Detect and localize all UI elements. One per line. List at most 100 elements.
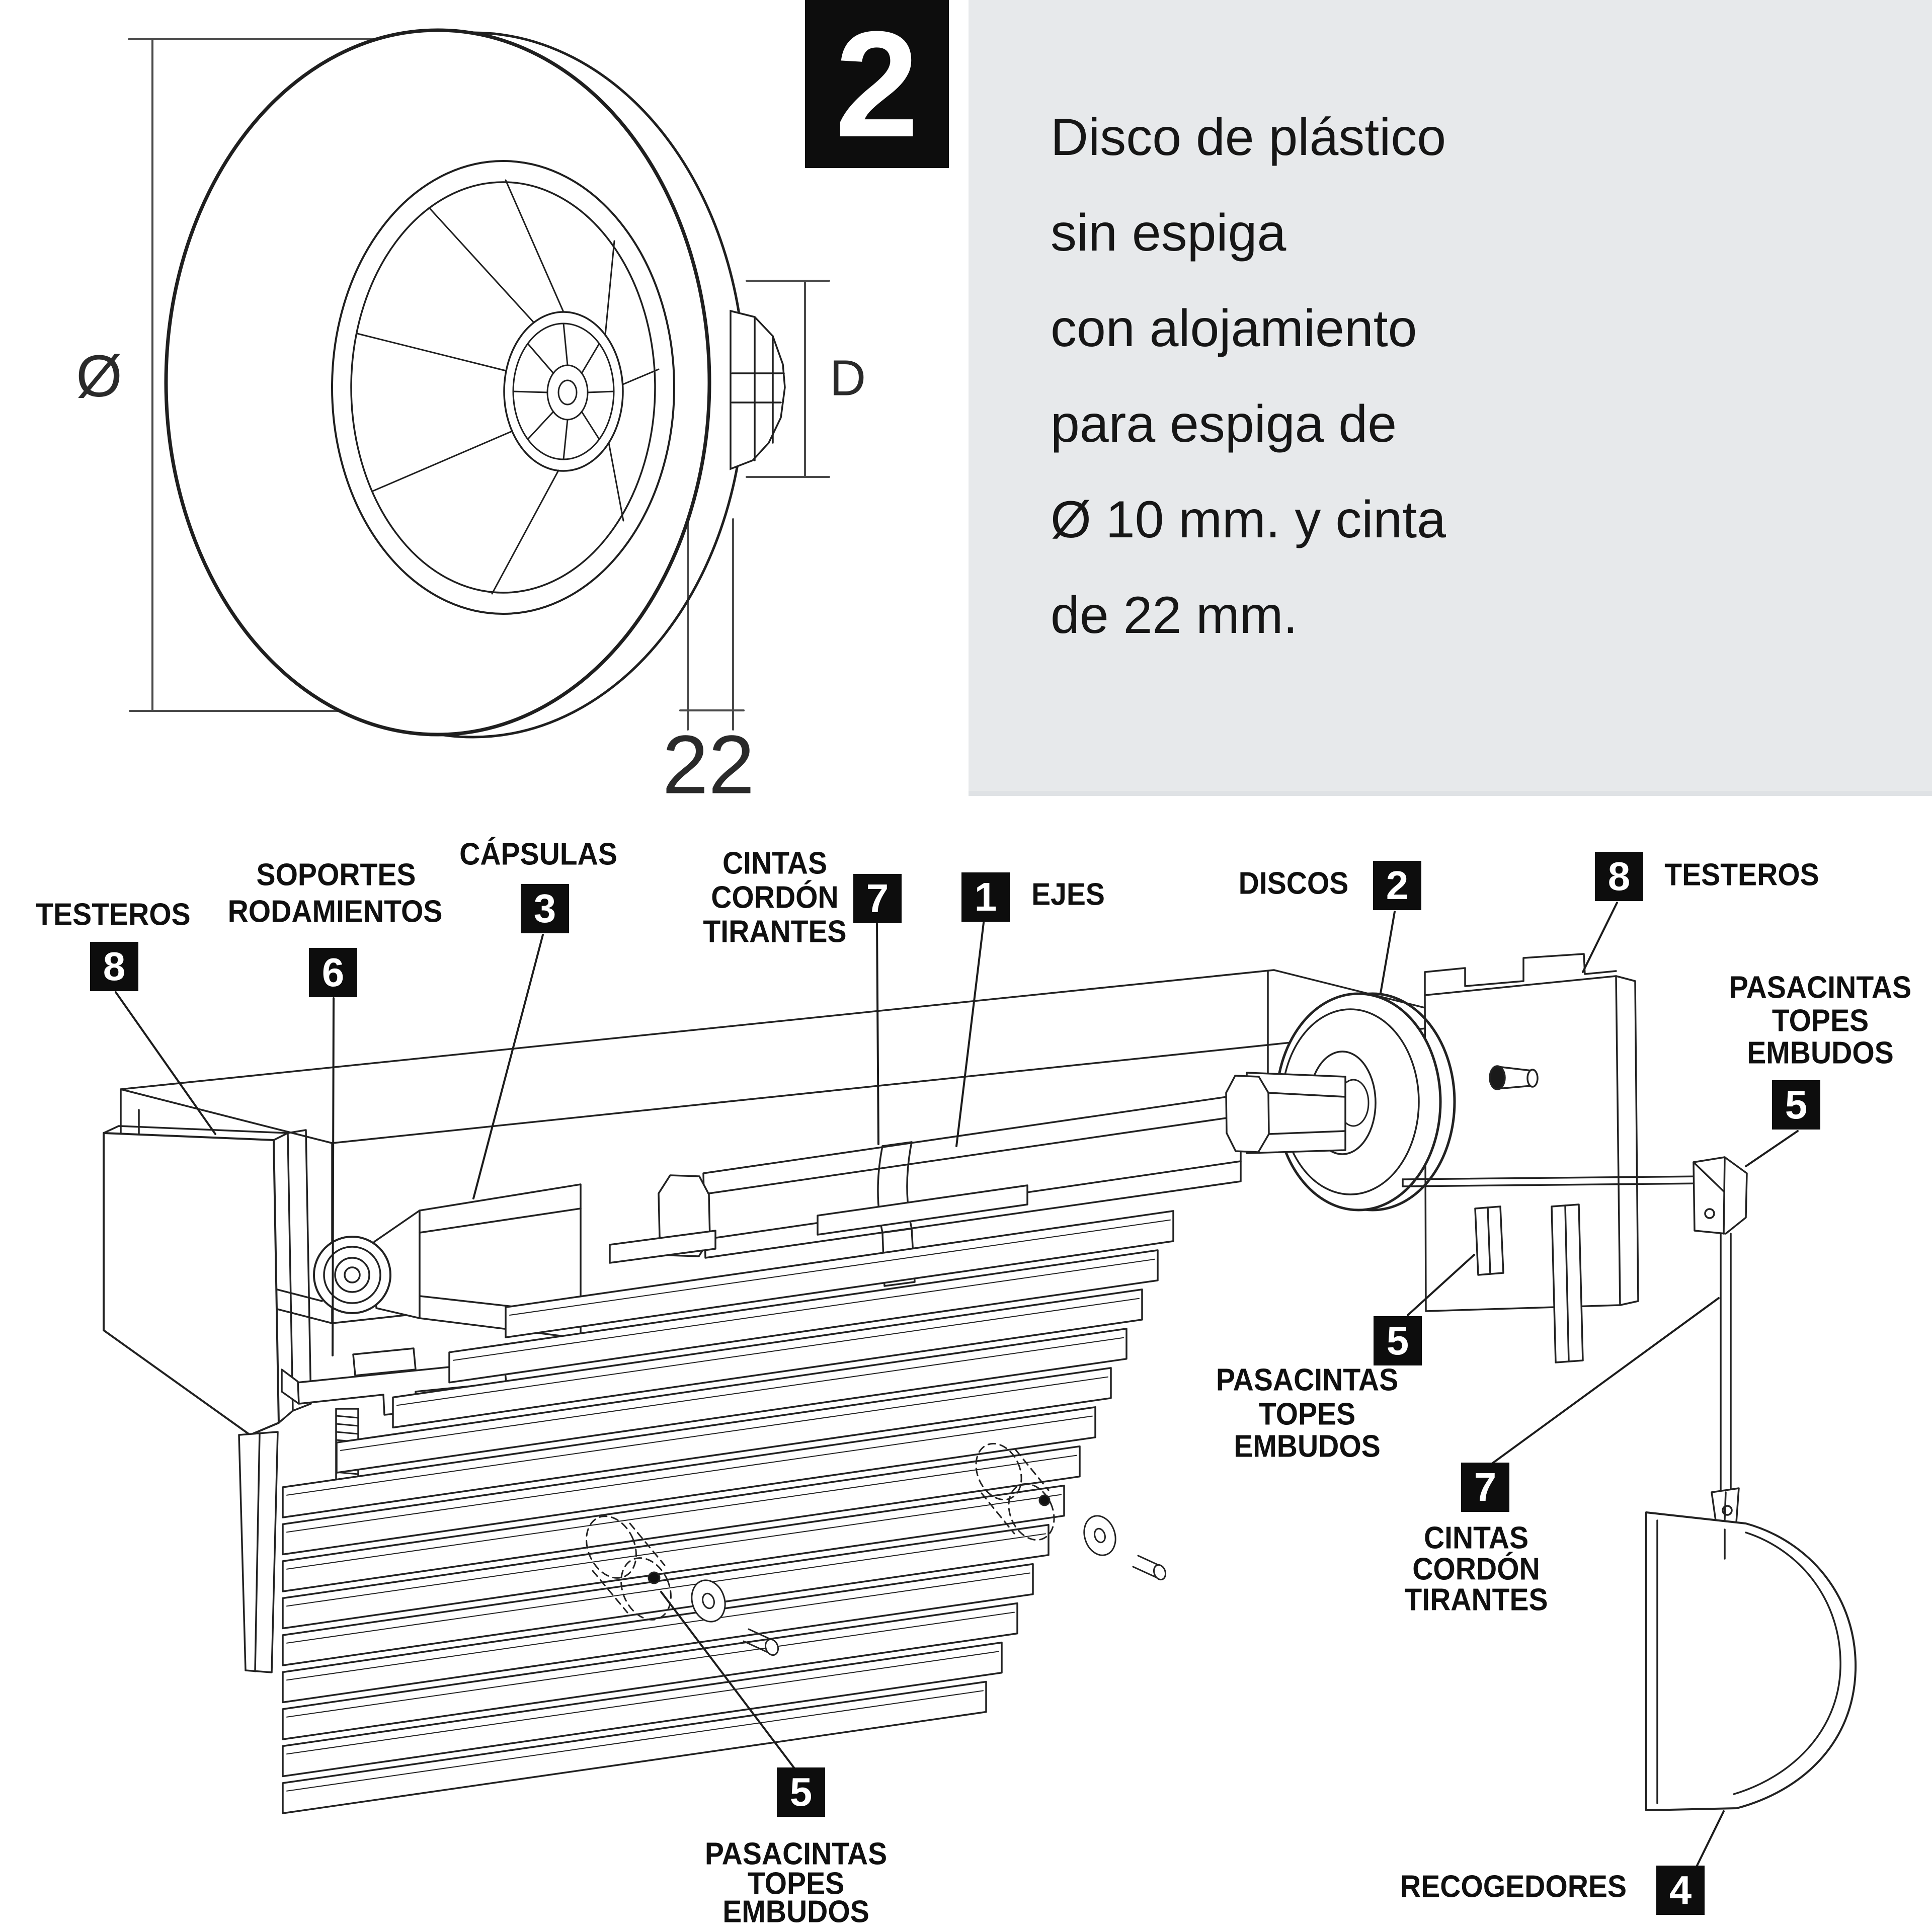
washer: [1083, 1515, 1116, 1556]
leader-pasacintas-mid: [1407, 1254, 1475, 1316]
badge-testeros-left: 8: [90, 942, 138, 991]
product-description: Disco de plástico sin espiga con alojami…: [1051, 90, 1446, 663]
badge-soportes: 6: [309, 948, 357, 997]
left-testero: [103, 1125, 312, 1673]
wall-post: [238, 1431, 279, 1673]
leader-soportes: [332, 997, 335, 1356]
slat: [505, 1210, 1174, 1338]
disc-center-bore: [557, 379, 578, 406]
slat-groove: [286, 1533, 1046, 1644]
badge-recogedores: 4: [1656, 1866, 1705, 1915]
label-cintas-lower-line3: TIRANTES: [1404, 1582, 1548, 1618]
disc-face-ring-outer: [331, 160, 675, 615]
label-soportes-line2: RODAMIENTOS: [227, 894, 443, 929]
spigot-housing: [730, 309, 786, 470]
label-pasacintas-bottom-line3: EMBUDOS: [722, 1894, 869, 1929]
leader-lines: [115, 902, 1799, 1868]
washer: [691, 1579, 726, 1623]
label-ejes: EJES: [1031, 877, 1105, 912]
lath-bar: [817, 1184, 1028, 1236]
label-discos: DISCOS: [1238, 866, 1349, 901]
slat: [448, 1249, 1159, 1384]
label-cintas-top-line2: CORDÓN: [711, 880, 839, 915]
slat-groove: [509, 1219, 1171, 1316]
slat-groove: [396, 1298, 1140, 1406]
slat: [282, 1523, 1050, 1666]
label-cintas-top-line3: TIRANTES: [703, 914, 847, 949]
label-recogedores: RECOGEDORES: [1400, 1869, 1627, 1904]
label-pasacintas-right-line1: PASACINTAS: [1729, 970, 1912, 1005]
lath-bar-small: [609, 1230, 716, 1264]
label-cintas-lower-line2: CORDÓN: [1412, 1552, 1540, 1587]
label-cintas-lower-line1: CINTAS: [1423, 1520, 1529, 1556]
leader-capsulas: [472, 934, 544, 1199]
capsule: [313, 1183, 582, 1339]
slat-groove: [286, 1494, 1062, 1607]
disc-face-ring-inner: [350, 181, 656, 594]
leader-discos: [1380, 911, 1396, 994]
badge-pasacintas-mid: 5: [1374, 1316, 1422, 1365]
label-testeros-right: TESTEROS: [1664, 857, 1819, 893]
label-pasacintas-mid-line1: PASACINTAS: [1216, 1362, 1399, 1398]
leader-testeros-left: [115, 991, 216, 1135]
leader-testeros-right: [1582, 902, 1618, 973]
testero-pin: [1489, 1065, 1506, 1090]
leader-pasacintas-right: [1745, 1130, 1799, 1167]
label-pasacintas-right-line2: TOPES: [1772, 1003, 1869, 1038]
slat-groove: [286, 1690, 984, 1792]
description-line: Disco de plástico: [1051, 108, 1446, 167]
slat: [392, 1289, 1143, 1429]
pin: [1132, 1555, 1167, 1581]
badge-cintas-lower: 7: [1461, 1463, 1509, 1512]
funnel-bracket: [1693, 1156, 1748, 1235]
label-cintas-top-line1: CINTAS: [722, 846, 828, 881]
label-pasacintas-mid-line2: TOPES: [1258, 1397, 1356, 1432]
badge-capsulas: 3: [521, 884, 569, 933]
label-pasacintas-bottom-line2: TOPES: [747, 1866, 845, 1901]
leader-pasacintas-bottom: [660, 1591, 796, 1770]
disc-spokes: [356, 179, 660, 595]
slat: [282, 1445, 1081, 1592]
right-testero: [1424, 953, 1639, 1363]
badge-testeros-right: 8: [1595, 852, 1643, 901]
label-capsulas: CÁPSULAS: [459, 837, 617, 872]
slat-groove: [286, 1612, 1015, 1718]
pasacintas-on-curtain: [586, 1442, 1167, 1656]
leader-ejes: [955, 922, 985, 1147]
slat: [282, 1563, 1034, 1704]
slat-groove: [286, 1455, 1077, 1570]
shutter-curtain: [282, 1210, 1174, 1814]
label-pasacintas-right-line3: EMBUDOS: [1747, 1035, 1894, 1071]
leader-cintas-lower: [1490, 1297, 1720, 1465]
label-testeros-left: TESTEROS: [36, 897, 191, 932]
slat: [282, 1406, 1096, 1556]
label-soportes-line1: SOPORTES: [256, 857, 416, 893]
disc-hub-spokes: [512, 323, 615, 460]
slat: [282, 1484, 1065, 1630]
tape-guide-assembly: [1402, 1156, 1857, 1811]
slat-groove: [453, 1258, 1155, 1361]
slat-groove: [286, 1415, 1093, 1533]
description-line: de 22 mm.: [1051, 586, 1298, 645]
step-number-badge: 2: [805, 0, 949, 168]
slat: [282, 1367, 1112, 1518]
slat-groove: [340, 1337, 1124, 1451]
slat-groove: [286, 1572, 1030, 1681]
slat: [282, 1641, 1003, 1778]
info-panel-background: [969, 0, 1932, 796]
label-pasacintas-mid-line3: EMBUDOS: [1234, 1429, 1381, 1464]
badge-discos: 2: [1373, 861, 1421, 910]
rim-width-label: 22: [662, 718, 755, 811]
leader-recogedores: [1696, 1810, 1725, 1868]
tape-winder-body: [1645, 1511, 1857, 1811]
description-line: sin espiga: [1051, 204, 1286, 262]
axle-disc: [1225, 992, 1456, 1212]
badge-pasacintas-bottom: 5: [777, 1767, 825, 1817]
badge-cintas-top: 7: [853, 874, 902, 923]
spigot-dimension-label: D: [829, 350, 866, 407]
description-line: con alojamiento: [1051, 299, 1417, 358]
label-pasacintas-bottom-line1: PASACINTAS: [704, 1836, 888, 1872]
badge-pasacintas-right: 5: [1772, 1080, 1820, 1130]
